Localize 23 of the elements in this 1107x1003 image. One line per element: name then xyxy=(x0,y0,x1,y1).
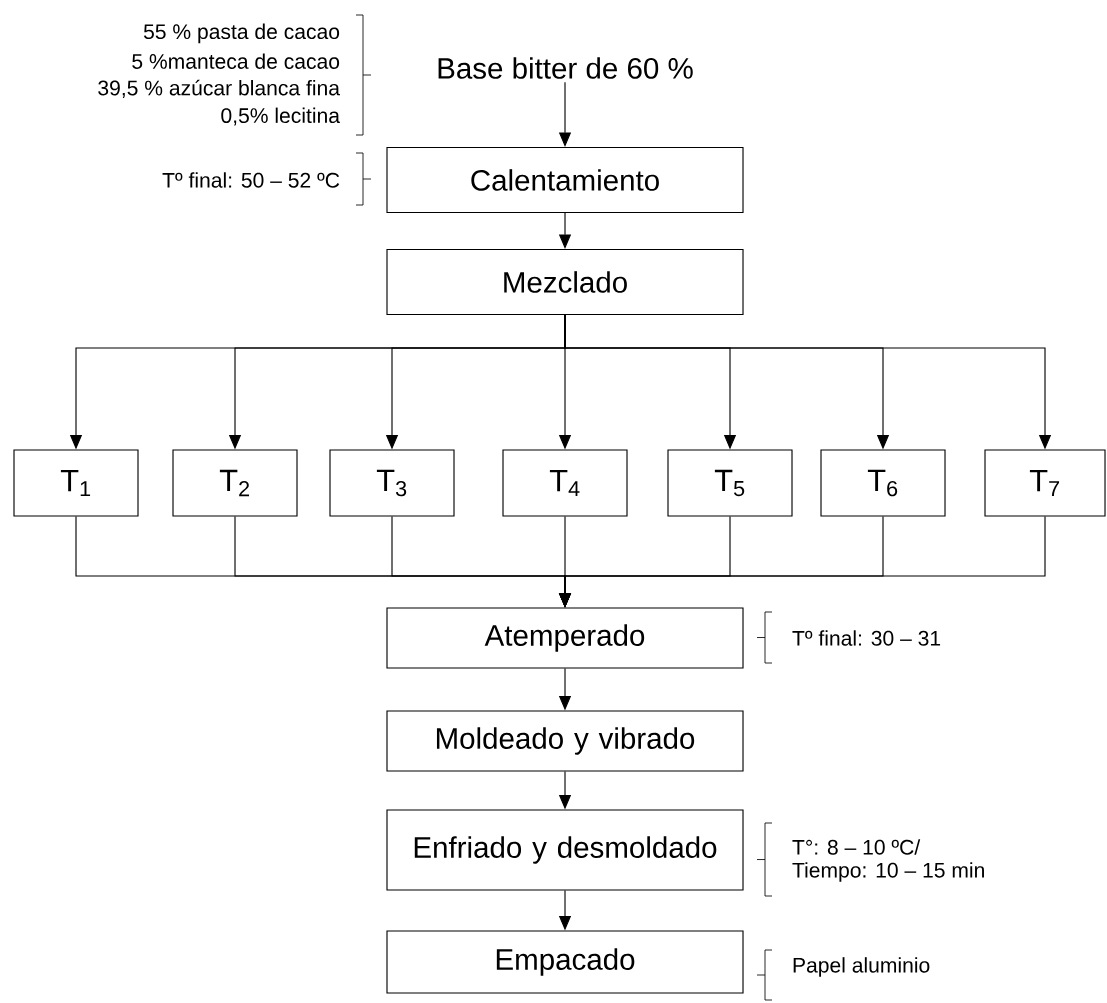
annotation-text: Tº final: 30 – 31 xyxy=(792,630,941,646)
process-box: Enfriado y desmoldado xyxy=(386,809,744,891)
process-box: T$_{4}$ xyxy=(502,449,628,517)
process-box: T$_{1}$ xyxy=(13,449,139,517)
process-box: Calentamiento xyxy=(386,146,744,214)
process-box: Atemperado xyxy=(386,607,744,669)
annotation-text: 39,5 % azúcar blanca fina xyxy=(98,79,340,98)
process-box: T$_{3}$ xyxy=(329,449,455,517)
annotation-text: Tº final: 50 – 52 ºC xyxy=(162,172,340,188)
process-box: T$_{6}$ xyxy=(820,449,946,517)
start-label: Base bitter de 60 % xyxy=(438,57,693,79)
annotation-text: 5 %manteca de cacao xyxy=(132,53,340,69)
process-box: T$_{7}$ xyxy=(984,449,1106,517)
annotation-text: Tiempo: 10 – 15 min xyxy=(792,862,984,882)
process-box: Empacado xyxy=(386,930,744,994)
annotation-text: 0,5% lecitina xyxy=(221,107,340,126)
annotation-text: Papel aluminio xyxy=(793,957,930,977)
process-box: T$_{2}$ xyxy=(172,449,298,517)
annotation-text: T°: 8 – 10 ºC/ xyxy=(792,839,921,855)
process-box: Mezclado xyxy=(386,248,744,316)
process-box: T$_{5}$ xyxy=(667,449,793,517)
process-box: Moldeado y vibrado xyxy=(386,710,744,772)
annotation-text: 55 % pasta de cacao xyxy=(143,23,340,44)
